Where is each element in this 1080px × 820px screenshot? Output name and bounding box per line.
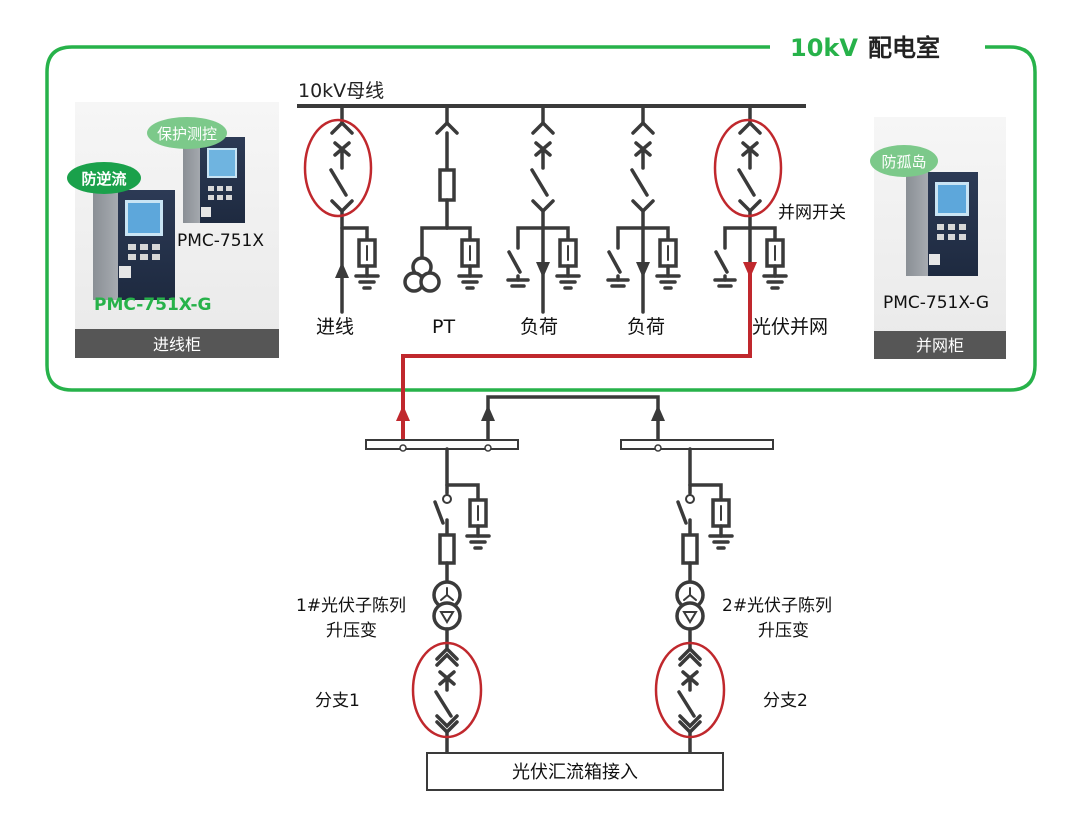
feeder-incoming — [329, 104, 380, 314]
lower-bus-left — [365, 439, 519, 452]
badge-island: 防孤岛 — [870, 145, 938, 177]
badge-anti-reverse-text: 防逆流 — [81, 170, 126, 188]
pv-combiner-box: 光伏汇流箱接入 — [426, 752, 724, 791]
combiner-label: 光伏汇流箱接入 — [512, 762, 638, 783]
highlight-incoming-switch — [303, 118, 373, 218]
branch-1-label: 分支1 — [315, 691, 360, 711]
pv-branch-2 — [675, 447, 734, 755]
feeder-load-2-label: 负荷 — [627, 316, 665, 338]
pv-branch-1 — [432, 447, 491, 755]
bus-10kv: 10kV母线 — [297, 80, 806, 108]
incoming-cabinet-label: 进线柜 — [153, 335, 201, 354]
badge-island-text: 防孤岛 — [881, 153, 926, 171]
feeder-load-1-label: 负荷 — [520, 316, 558, 338]
device-grid-pmc-751x-g — [906, 172, 978, 276]
grid-cabinet: 并网柜 PMC-751X-G 防孤岛 — [870, 117, 1006, 359]
distribution-room-frame: 10kV 配电室 — [45, 34, 1037, 392]
branch-2-label: 分支2 — [763, 691, 808, 711]
tie-arrow-right — [651, 405, 665, 421]
incoming-cabinet: 进线柜 PMC-751X PMC-751X-G — [67, 102, 279, 358]
device-pmc-751x — [183, 137, 245, 223]
room-title-cn: 配电室 — [868, 34, 940, 62]
highlight-branch-1 — [411, 641, 483, 739]
highlight-branch-2 — [654, 641, 726, 739]
transformer-2-line2: 升压变 — [758, 621, 809, 641]
pv-feed-path — [401, 262, 752, 443]
transformer-1-line2: 升压变 — [326, 621, 377, 641]
room-title-kv: 10kV — [790, 34, 858, 62]
device-pmc-751x-g — [93, 190, 175, 300]
feeder-pt — [403, 104, 483, 293]
feeder-pv-grid-label: 光伏并网 — [752, 316, 828, 338]
device-pmc-751x-g-label: PMC-751X-G — [94, 295, 212, 315]
badge-protection: 保护测控 — [147, 117, 227, 149]
feeder-incoming-label: 进线 — [316, 316, 354, 338]
feeder-load-2 — [606, 104, 681, 314]
highlight-grid-switch — [713, 118, 783, 218]
feeder-pv-grid — [713, 104, 788, 290]
pv-feed-arrow — [396, 405, 410, 421]
badge-protection-text: 保护测控 — [157, 125, 217, 143]
transformer-1-line1: 1#光伏子陈列 — [296, 596, 406, 616]
tie-arrow-left — [481, 405, 495, 421]
lower-bus-right — [620, 439, 774, 452]
bus-tie-line — [486, 395, 660, 440]
transformer-2-line1: 2#光伏子陈列 — [722, 596, 832, 616]
feeder-load-1 — [506, 104, 581, 314]
grid-cabinet-label: 并网柜 — [916, 336, 964, 355]
badge-anti-reverse: 防逆流 — [67, 162, 141, 194]
bus-label: 10kV母线 — [298, 80, 384, 102]
feeder-pt-label: PT — [432, 316, 455, 338]
device-grid-label: PMC-751X-G — [883, 293, 989, 313]
device-pmc-751x-label: PMC-751X — [177, 231, 264, 251]
grid-switch-label: 并网开关 — [778, 203, 846, 223]
